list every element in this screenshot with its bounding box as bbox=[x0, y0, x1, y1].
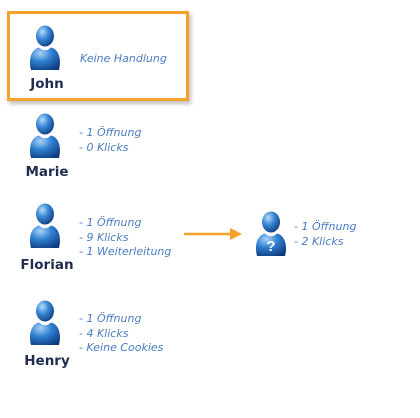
stat-line: - 9 Klicks bbox=[79, 230, 129, 244]
stat-line: - 1 Öffnung bbox=[294, 220, 357, 233]
stat-line: Keine Handlung bbox=[80, 52, 167, 65]
person-name: Florian bbox=[20, 257, 74, 273]
person-name: Henry bbox=[24, 353, 70, 369]
stat-line: - 1 Öffnung bbox=[79, 126, 142, 139]
stat-line: - Keine Cookies bbox=[79, 341, 164, 354]
person-name: Marie bbox=[25, 164, 69, 180]
stat-line: - 2 Klicks bbox=[294, 234, 344, 248]
user-icon bbox=[27, 24, 63, 72]
question-mark: ? bbox=[266, 238, 275, 255]
person-stats: - 1 Öffnung - 0 Klicks bbox=[79, 126, 141, 155]
user-icon bbox=[27, 299, 63, 347]
stat-line: - 1 Weiterleitung bbox=[79, 245, 172, 258]
stat-line: - 4 Klicks bbox=[79, 326, 129, 340]
unknown-user-icon: ? bbox=[253, 210, 289, 258]
user-icon bbox=[27, 202, 63, 250]
person-name: John bbox=[30, 76, 64, 92]
arrow-right-icon bbox=[184, 226, 244, 240]
stat-line: - 0 Klicks bbox=[79, 140, 129, 154]
user-icon bbox=[27, 112, 63, 160]
stat-line: - 1 Öffnung bbox=[79, 312, 142, 325]
person-stats: - 1 Öffnung - 9 Klicks - 1 Weiterleitung bbox=[79, 216, 171, 260]
unknown-stats: - 1 Öffnung - 2 Klicks bbox=[294, 220, 356, 249]
person-stats: - 1 Öffnung - 4 Klicks - Keine Cookies bbox=[79, 312, 163, 356]
stat-line: - 1 Öffnung bbox=[79, 216, 142, 229]
person-stats: Keine Handlung bbox=[80, 52, 167, 67]
